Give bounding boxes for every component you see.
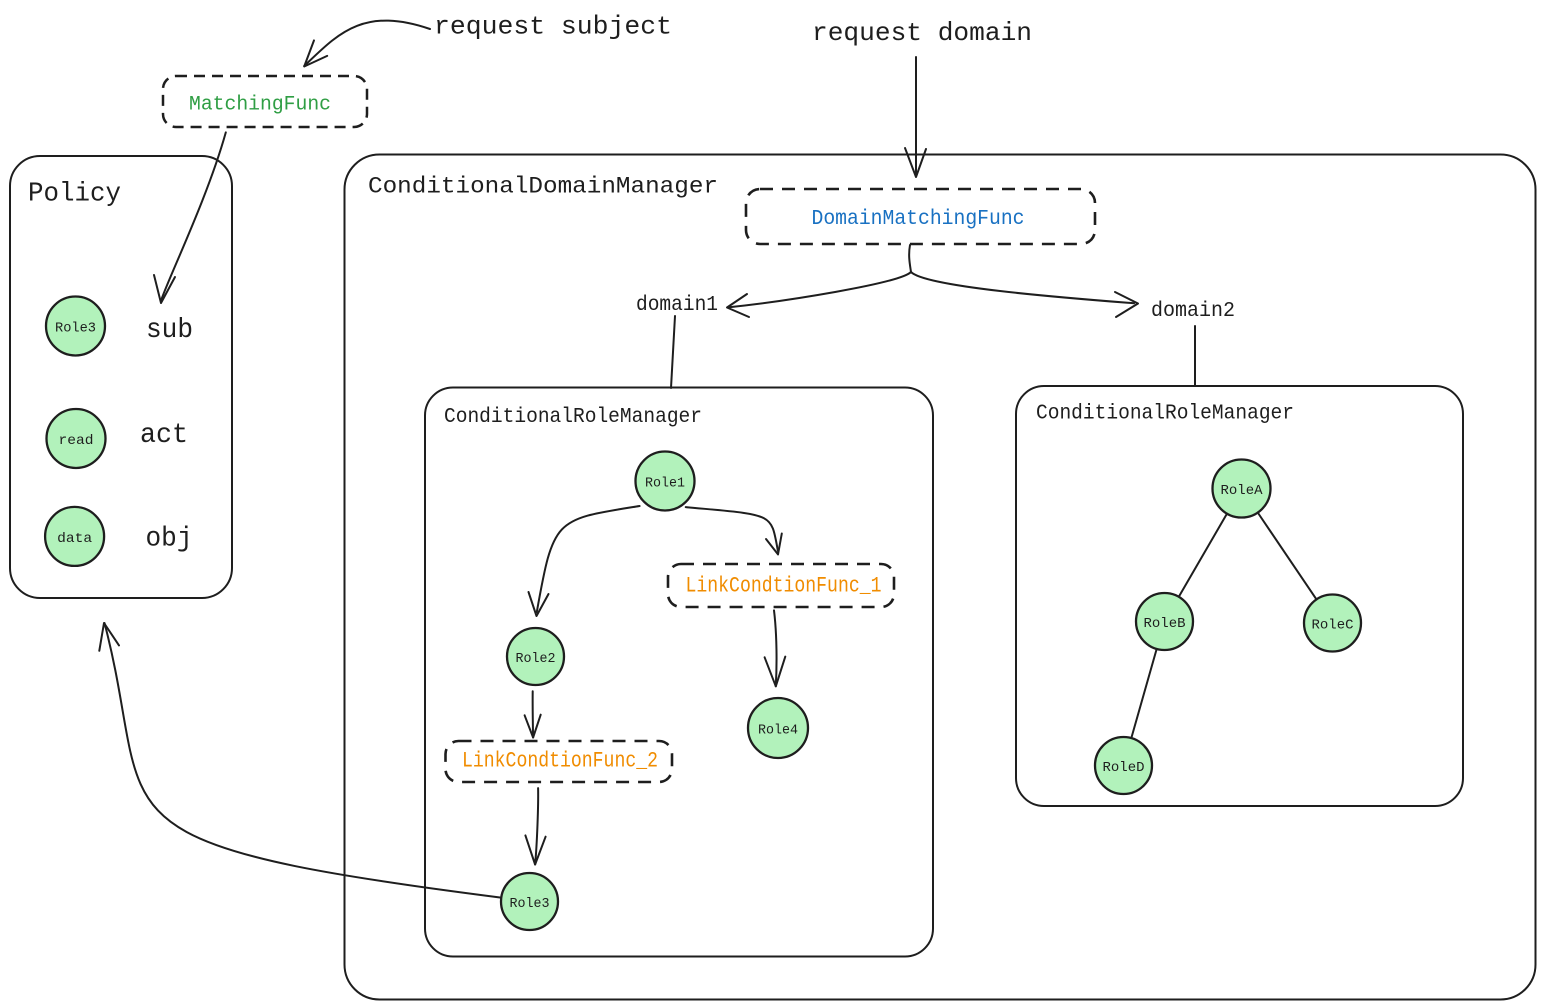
svg-text:LinkCondtionFunc_2: LinkCondtionFunc_2: [462, 749, 658, 774]
svg-text:RoleC: RoleC: [1312, 618, 1354, 634]
svg-text:MatchingFunc: MatchingFunc: [189, 94, 331, 117]
svg-text:DomainMatchingFunc: DomainMatchingFunc: [812, 208, 1025, 231]
svg-text:Role3: Role3: [510, 896, 550, 912]
svg-text:LinkCondtionFunc_1: LinkCondtionFunc_1: [686, 574, 882, 599]
svg-text:ConditionalRoleManager: ConditionalRoleManager: [444, 406, 702, 429]
svg-text:Role1: Role1: [645, 476, 685, 492]
svg-text:ConditionalRoleManager: ConditionalRoleManager: [1036, 403, 1294, 426]
svg-text:Role2: Role2: [516, 651, 556, 667]
svg-text:Role4: Role4: [758, 723, 798, 739]
svg-text:request subject: request subject: [434, 12, 672, 42]
svg-text:sub: sub: [146, 315, 193, 346]
svg-text:Role3: Role3: [55, 321, 96, 337]
svg-text:ConditionalDomainManager: ConditionalDomainManager: [368, 174, 718, 201]
svg-text:Policy: Policy: [28, 180, 121, 210]
svg-text:obj: obj: [146, 524, 193, 555]
svg-text:RoleB: RoleB: [1144, 616, 1186, 632]
svg-text:request domain: request domain: [812, 18, 1032, 48]
svg-text:RoleA: RoleA: [1221, 483, 1264, 499]
svg-text:RoleD: RoleD: [1103, 760, 1145, 776]
svg-text:read: read: [59, 433, 94, 449]
svg-text:domain2: domain2: [1151, 300, 1235, 323]
svg-text:domain1: domain1: [636, 294, 718, 317]
svg-text:data: data: [57, 531, 92, 547]
svg-text:act: act: [140, 420, 188, 451]
